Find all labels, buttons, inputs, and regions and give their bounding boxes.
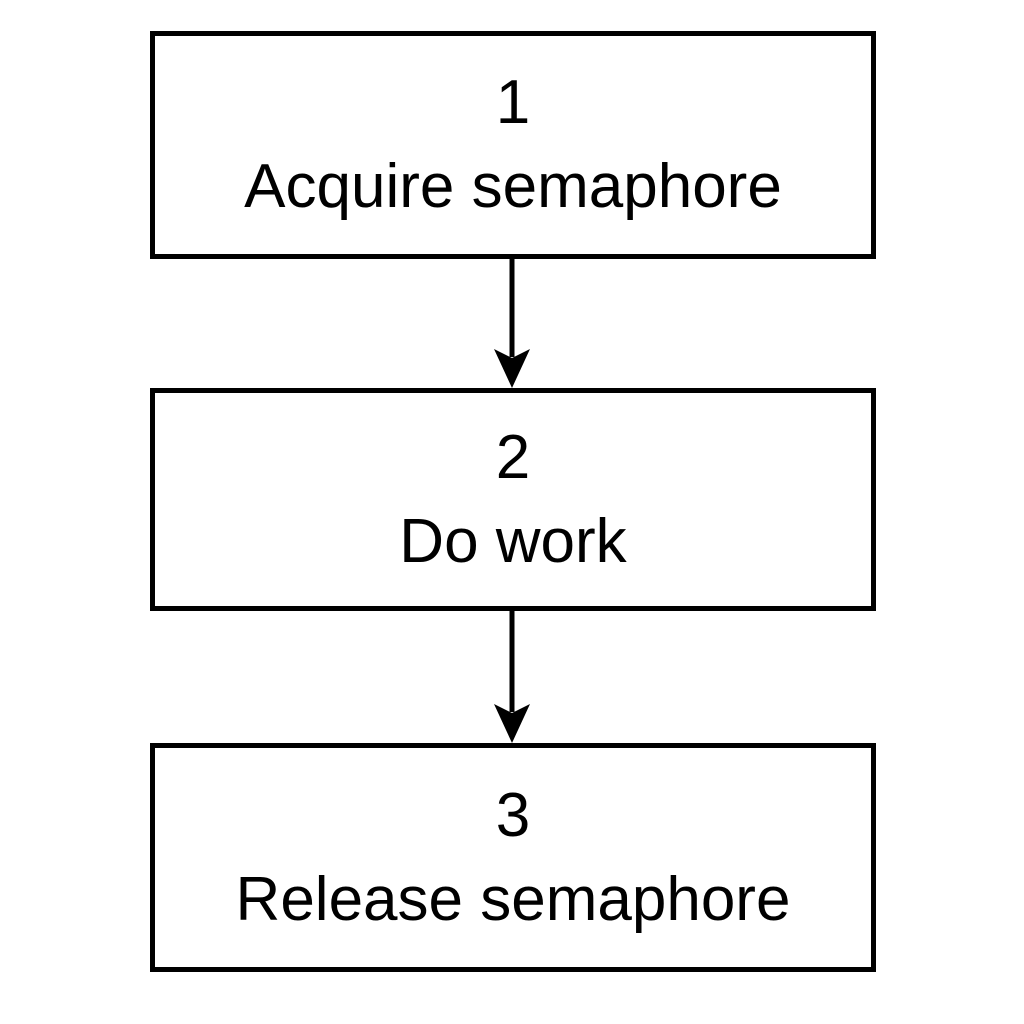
- step-label: Do work: [399, 506, 627, 576]
- step-number: 3: [495, 780, 531, 850]
- step-number: 2: [495, 422, 531, 492]
- step-label: Acquire semaphore: [244, 152, 782, 221]
- flow-node-do-work: 2 Do work: [150, 388, 876, 611]
- flow-node-acquire-semaphore: 1 Acquire semaphore: [150, 31, 876, 259]
- arrow-down-icon: [494, 611, 530, 743]
- flow-node-release-semaphore: 3 Release semaphore: [150, 743, 876, 972]
- step-number: 1: [495, 68, 531, 137]
- step-label: Release semaphore: [235, 864, 791, 934]
- arrow-down-icon: [494, 259, 530, 388]
